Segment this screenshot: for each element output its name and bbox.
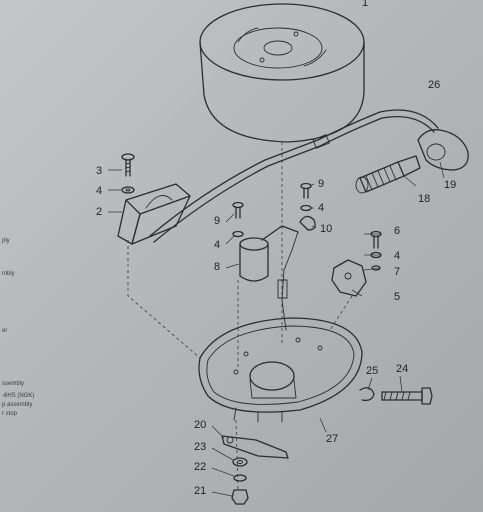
callout-27: 27: [326, 433, 338, 445]
callout-20: 20: [194, 419, 206, 431]
coil-washer: [121, 186, 135, 194]
pivot-bolt: [231, 489, 249, 505]
base-plate: [198, 317, 363, 423]
callout-9-breaker: 9: [318, 178, 324, 190]
callout-9-condenser: 9: [214, 215, 220, 227]
condenser-screw: [232, 201, 244, 219]
callout-2: 2: [96, 206, 102, 218]
callout-18: 18: [418, 193, 430, 205]
callout-numbers: 1 2 3 4 4 4 4 5 6 7 8 9 9 10 18 19 20 21…: [96, 0, 456, 497]
callout-7: 7: [394, 266, 400, 278]
condenser-washer: [232, 230, 244, 238]
callout-4-breaker: 4: [318, 202, 324, 214]
ignition-coil: [117, 183, 191, 245]
breaker-screw: [300, 182, 312, 199]
adjust-screw: [381, 387, 433, 405]
side-note-4: ssembly: [2, 381, 24, 387]
callout-25: 25: [366, 365, 378, 377]
contact-breaker: [331, 259, 367, 297]
callout-4-points: 4: [394, 250, 400, 262]
breaker-assembly-line: [329, 295, 353, 331]
callout-8: 8: [214, 261, 220, 273]
condenser: [239, 225, 299, 282]
plug-cap: [417, 129, 469, 171]
high-tension-lead: [149, 109, 439, 243]
callout-21: 21: [194, 485, 206, 497]
side-note-5: -6HS (NGK): [2, 393, 34, 399]
callout-26: 26: [428, 79, 440, 91]
callout-4-condenser: 4: [214, 239, 220, 251]
adjust-screw-clip: [359, 387, 375, 402]
callout-4-coil: 4: [96, 185, 102, 197]
breaker-washer: [300, 204, 312, 212]
coil-screw: [121, 153, 135, 177]
leader-lines: [108, 161, 445, 497]
callout-6: 6: [394, 225, 400, 237]
pivot-washer-large: [232, 457, 248, 467]
callout-5: 5: [394, 291, 400, 303]
side-note-7: r stop: [2, 411, 18, 417]
pivot-washer-small: [233, 474, 247, 482]
callout-22: 22: [194, 461, 206, 473]
wire-connector: [277, 279, 288, 299]
side-note-2: mbly: [2, 271, 15, 277]
flywheel: [199, 3, 365, 143]
pivot-lever: [221, 435, 289, 459]
callout-10: 10: [320, 223, 332, 235]
pivot-assembly-line: [235, 419, 239, 491]
callout-24: 24: [396, 363, 408, 375]
callout-1: 1: [362, 0, 368, 9]
coil-assembly-line: [127, 240, 201, 359]
side-note-1: ply: [2, 238, 10, 244]
lead-clip: [299, 215, 316, 231]
breaker-lead-wire: [281, 231, 299, 331]
callout-23: 23: [194, 441, 206, 453]
side-notes: ply mbly er ssembly -6HS (NGK) p assembl…: [2, 238, 34, 417]
side-note-3: er: [2, 328, 7, 334]
spark-plug: [355, 155, 421, 194]
callout-3: 3: [96, 165, 102, 177]
callout-19: 19: [444, 179, 456, 191]
side-note-6: p assembly: [2, 402, 32, 408]
